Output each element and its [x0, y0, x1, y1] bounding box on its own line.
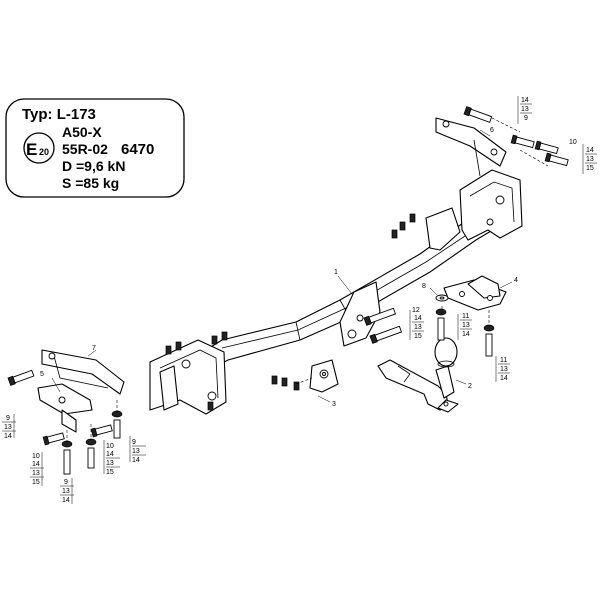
e-mark-letter: E [26, 140, 37, 159]
hardware-callout-center-a: 12 14 13 15 [409, 307, 424, 340]
svg-text:9: 9 [64, 479, 68, 486]
spec-class: A50-X [62, 124, 102, 140]
svg-text:9: 9 [132, 439, 136, 446]
spec-s-value: S =85 kg [62, 175, 119, 191]
hardware-callout-top-right-a: 14 13 9 [517, 96, 532, 124]
svg-text:10: 10 [106, 443, 114, 450]
svg-text:11: 11 [462, 313, 469, 320]
svg-text:14: 14 [521, 97, 529, 104]
hardware-callout-left-e: 9 13 14 [60, 478, 74, 504]
svg-text:13: 13 [586, 156, 594, 163]
right-side-arm [435, 117, 507, 177]
right-bracket [443, 275, 507, 311]
svg-text:10: 10 [32, 453, 40, 460]
svg-text:13: 13 [500, 366, 508, 373]
hardware-callout-top-right-b: 10 14 13 15 [569, 139, 597, 174]
svg-text:13: 13 [106, 460, 114, 467]
part-label-1: 1 [334, 269, 338, 276]
svg-text:14: 14 [132, 457, 140, 464]
hardware-callout-left-c: 10 14 13 15 [103, 440, 120, 476]
socket-plate [309, 359, 339, 393]
washer [435, 294, 449, 302]
left-bracket [37, 383, 93, 433]
part-label-7: 7 [92, 345, 96, 352]
svg-text:14: 14 [62, 497, 70, 504]
e-mark-number: 20 [39, 147, 49, 157]
hardware-callout-right-low: 11 13 14 [495, 356, 510, 382]
svg-text:13: 13 [414, 324, 422, 331]
svg-text:14: 14 [4, 433, 12, 440]
svg-text:14: 14 [32, 461, 40, 468]
svg-text:15: 15 [106, 469, 114, 476]
tow-ball [377, 337, 459, 413]
svg-text:14: 14 [414, 315, 422, 322]
bolt-stacks [7, 106, 569, 475]
svg-text:14: 14 [500, 375, 508, 382]
svg-text:14: 14 [462, 331, 470, 338]
spec-type: Typ: L-173 [22, 106, 96, 123]
svg-text:15: 15 [414, 333, 422, 340]
svg-text:13: 13 [521, 106, 529, 113]
svg-text:10: 10 [569, 139, 577, 146]
e-mark-circle [23, 132, 55, 164]
part-label-3: 3 [332, 401, 336, 408]
main-crossbar [149, 169, 523, 415]
spec-approval-prefix: 55R-02 [62, 141, 108, 157]
svg-text:11: 11 [500, 357, 507, 364]
svg-text:15: 15 [586, 165, 594, 172]
part-label-4: 4 [514, 277, 518, 284]
svg-text:15: 15 [32, 479, 40, 486]
assembly-lines [66, 117, 549, 442]
part-label-8: 8 [422, 283, 426, 290]
hardware-callout-left-a: 9 13 14 [2, 414, 16, 440]
svg-text:13: 13 [462, 322, 470, 329]
hardware-callout-left-b: 10 14 13 15 [30, 452, 44, 486]
part-label-5: 5 [40, 371, 44, 378]
spec-approval-number: 6470 [121, 141, 154, 158]
spec-d-value: D =9,6 kN [62, 158, 125, 174]
part-label-2: 2 [468, 383, 472, 390]
part-label-6: 6 [490, 127, 494, 134]
svg-text:14: 14 [586, 147, 594, 154]
hardware-callout-left-d: 9 13 14 [129, 436, 146, 464]
svg-text:13: 13 [132, 448, 140, 455]
svg-text:13: 13 [62, 488, 70, 495]
svg-text:14: 14 [106, 451, 114, 458]
left-side-arm [41, 349, 125, 395]
svg-text:12: 12 [412, 307, 420, 314]
hardware-callouts: 14 13 9 10 14 13 15 12 14 13 15 [2, 96, 597, 504]
svg-text:13: 13 [4, 424, 12, 431]
svg-text:9: 9 [6, 415, 10, 422]
part-callouts: 1 2 3 4 5 6 7 8 [40, 127, 518, 408]
svg-text:13: 13 [32, 470, 40, 477]
hardware-callout-center-b: 11 13 14 [457, 313, 472, 340]
spec-label: Typ: L-173 A50-X E 20 55R-02 6470 D =9,6… [5, 98, 185, 198]
svg-text:9: 9 [524, 115, 528, 122]
